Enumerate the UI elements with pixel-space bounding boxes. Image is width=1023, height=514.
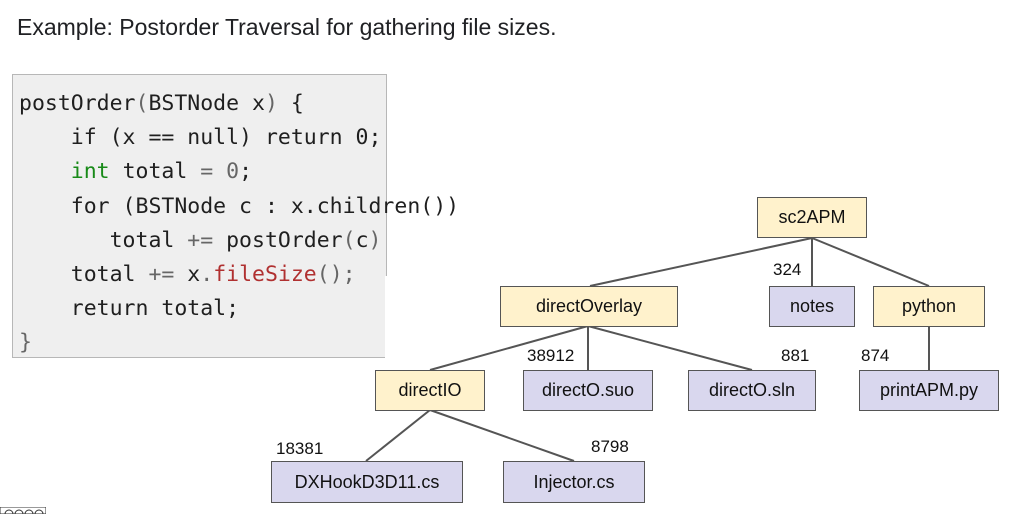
node-directIO: directIO	[375, 370, 485, 411]
code-line-2: if (x == null) return 0;	[19, 125, 382, 151]
node-directO-suo: directO.suo	[523, 370, 653, 411]
code-line-5: total += postOrder(c)	[19, 227, 382, 253]
size-DXHook: 18381	[276, 439, 324, 458]
license-logo-icon	[0, 507, 46, 514]
node-directOverlay: directOverlay	[500, 286, 678, 327]
node-Injector: Injector.cs	[503, 461, 645, 503]
code-token: total	[19, 227, 188, 253]
node-directO-sln: directO.sln	[688, 370, 816, 411]
size-Injector: 8798	[591, 437, 629, 456]
code-token: +=	[187, 227, 214, 253]
code-line-3: int total = 0;	[19, 159, 252, 184]
code-token: )	[264, 91, 278, 116]
node-printAPM: printAPM.py	[859, 370, 999, 411]
size-directO-suo: 38912	[527, 346, 575, 365]
code-line-6: total += x.fileSize();	[19, 262, 356, 287]
slide-title: Example: Postorder Traversal for gatheri…	[17, 14, 557, 40]
code-block: postOrder(BSTNode x) { if (x == null) re…	[12, 74, 459, 358]
edge-directIO-DXHook	[365, 409, 431, 462]
code-token: {	[277, 91, 304, 116]
code-token: BSTNode x	[148, 91, 265, 116]
code-token: total	[19, 262, 149, 288]
code-token: (	[342, 227, 356, 253]
node-notes: notes	[769, 286, 855, 327]
edge-directOverlay-directIO	[429, 325, 589, 371]
code-token: (	[135, 91, 149, 116]
size-printAPM: 874	[861, 346, 890, 365]
code-token: postOrder	[213, 227, 343, 253]
code-line-4: for (BSTNode c : x.children())	[19, 193, 460, 219]
node-python: python	[873, 286, 985, 327]
code-token: )	[368, 227, 382, 253]
code-line-8: }	[19, 330, 32, 356]
node-DXHook: DXHookD3D11.cs	[271, 461, 463, 503]
size-directO-sln: 881	[781, 346, 810, 365]
code-token: int	[70, 159, 110, 185]
code-line-1: postOrder(BSTNode x) {	[19, 91, 304, 116]
code-text: postOrder(BSTNode x) { if (x == null) re…	[19, 87, 459, 361]
code-line-7: return total;	[19, 296, 240, 322]
code-token: =	[200, 159, 214, 185]
code-token: .	[200, 262, 214, 288]
edge-directIO-Injector	[429, 409, 575, 462]
size-notes: 324	[773, 260, 802, 279]
code-block-notch	[385, 276, 391, 360]
code-token: c	[355, 227, 369, 253]
code-token: fileSize	[213, 262, 317, 288]
code-token: ();	[316, 262, 356, 288]
edge-sc2APM-directOverlay	[589, 237, 813, 287]
code-token: x	[174, 262, 201, 288]
edge-sc2APM-python	[811, 237, 930, 287]
code-token: postOrder	[19, 91, 136, 116]
code-token: total	[109, 159, 201, 185]
node-sc2APM: sc2APM	[757, 197, 867, 238]
edge-directOverlay-directO-sln	[587, 325, 753, 371]
code-token: +=	[148, 262, 175, 288]
code-token: 0	[226, 159, 240, 185]
code-token: ;	[239, 159, 253, 185]
